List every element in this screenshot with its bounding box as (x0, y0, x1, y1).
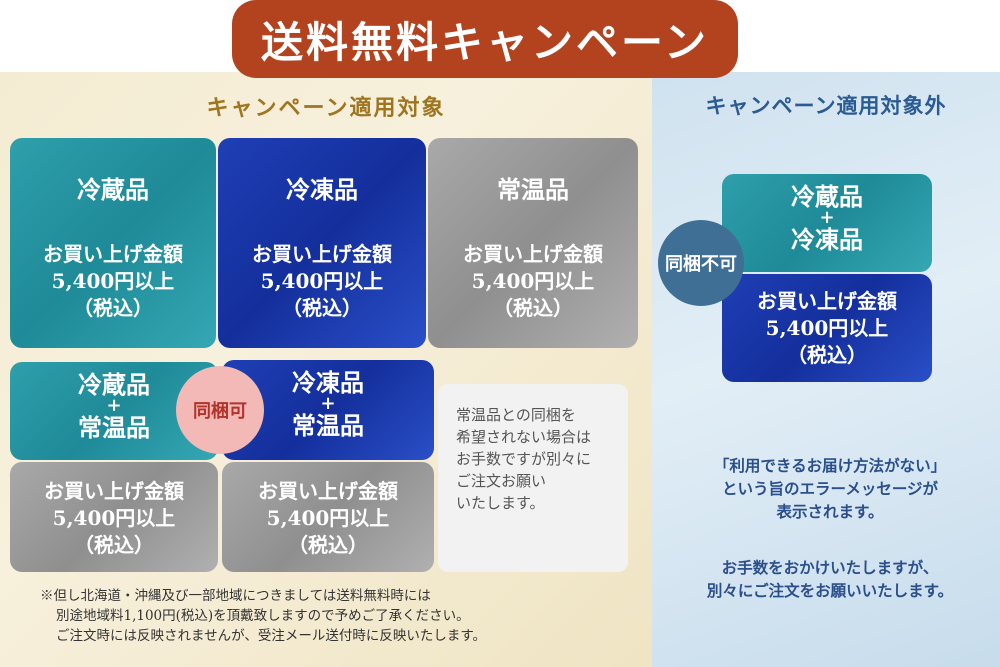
bundle-ok-badge: 同梱可 (176, 366, 264, 454)
note-line: 常温品との同梱を (456, 406, 576, 424)
card-line3: （税込） (73, 296, 153, 320)
notice-line: という旨のエラーメッセージが (721, 479, 939, 498)
card-line2: 5,400円以上 (471, 269, 595, 293)
note-line: お手数ですが別々に (456, 450, 592, 468)
combo-name-a: 冷蔵品 (78, 370, 150, 399)
combo-name-a: 冷凍品 (292, 368, 364, 397)
card-name: 冷凍品 (286, 175, 358, 204)
combo-line3: （税込） (74, 533, 154, 557)
card-name: 冷蔵品 (77, 175, 149, 204)
excluded-section-title: キャンペーン適用対象外 (705, 93, 947, 118)
combo-name-b: 常温品 (292, 411, 364, 440)
card-line1: お買い上げ金額 (463, 242, 603, 266)
card-name: 常温品 (497, 175, 569, 204)
excluded-name-a: 冷蔵品 (791, 182, 863, 211)
combo-line2: 5,400円以上 (266, 506, 390, 530)
error-message-notice: 「利用できるお届け方法がない」 という旨のエラーメッセージが 表示されます。 (670, 454, 990, 523)
excluded-line3: （税込） (787, 343, 867, 367)
bundle-ng-badge: 同梱不可 (658, 220, 744, 306)
request-line: 別々にご注文をお願いいたします。 (706, 581, 954, 600)
notice-line: 表示されます。 (776, 502, 884, 521)
note-line: ご注文お願い (456, 472, 547, 490)
excluded-chilled-frozen-header: 冷蔵品 + 冷凍品 (722, 174, 932, 272)
chilled-card: 冷蔵品 お買い上げ金額 5,400円以上 （税込） (10, 138, 216, 348)
notice-line: 「利用できるお届け方法がない」 (713, 456, 947, 475)
card-line2: 5,400円以上 (51, 269, 175, 293)
card-line1: お買い上げ金額 (43, 242, 183, 266)
combo-plus: + (320, 393, 336, 414)
card-line3: （税込） (493, 296, 573, 320)
footnote-line: 別途地域料1,100円(税込)を頂戴致しますので予めご了承ください。 (56, 608, 470, 624)
combo-name-b: 常温品 (78, 413, 150, 442)
footnote-line: ご注文時には反映されませんが、受注メール送付時に反映いたします。 (56, 628, 486, 644)
excluded-chilled-frozen-body: お買い上げ金額 5,400円以上 （税込） (722, 274, 932, 382)
separate-order-request: お手数をおかけいたしますが、 別々にご注文をお願いいたします。 (670, 556, 990, 602)
excluded-line2: 5,400円以上 (765, 316, 889, 340)
excluded-line1: お買い上げ金額 (757, 289, 897, 313)
excluded-plus: + (819, 207, 835, 228)
combo-plus: + (106, 395, 122, 416)
request-line: お手数をおかけいたしますが、 (721, 558, 939, 577)
combo-frozen-ambient-header: 冷凍品 + 常温品 (222, 360, 434, 460)
campaign-banner: 送料無料キャンペーン (232, 0, 738, 78)
combo-line1: お買い上げ金額 (258, 479, 398, 503)
card-line3: （税込） (282, 296, 362, 320)
regional-fee-footnote: ※但し北海道・沖縄及び一部地域につきましては送料無料時には 別途地域料1,100… (40, 586, 640, 646)
combo-frozen-ambient-body: お買い上げ金額 5,400円以上 （税込） (222, 462, 434, 572)
note-line: いたします。 (456, 494, 545, 512)
excluded-name-b: 冷凍品 (791, 225, 863, 254)
ambient-card: 常温品 お買い上げ金額 5,400円以上 （税込） (428, 138, 638, 348)
footnote-line: ※但し北海道・沖縄及び一部地域につきましては送料無料時には (40, 588, 431, 604)
combo-chilled-ambient-body: お買い上げ金額 5,400円以上 （税込） (10, 462, 218, 572)
combo-line2: 5,400円以上 (52, 506, 176, 530)
combo-line3: （税込） (288, 533, 368, 557)
card-line2: 5,400円以上 (260, 269, 384, 293)
combo-line1: お買い上げ金額 (44, 479, 184, 503)
eligible-section-title: キャンペーン適用対象 (206, 95, 446, 121)
frozen-card: 冷凍品 お買い上げ金額 5,400円以上 （税込） (218, 138, 426, 348)
card-line1: お買い上げ金額 (252, 242, 392, 266)
note-line: 希望されない場合は (456, 428, 592, 446)
separate-order-note: 常温品との同梱を 希望されない場合は お手数ですが別々に ご注文お願い いたしま… (438, 384, 628, 572)
